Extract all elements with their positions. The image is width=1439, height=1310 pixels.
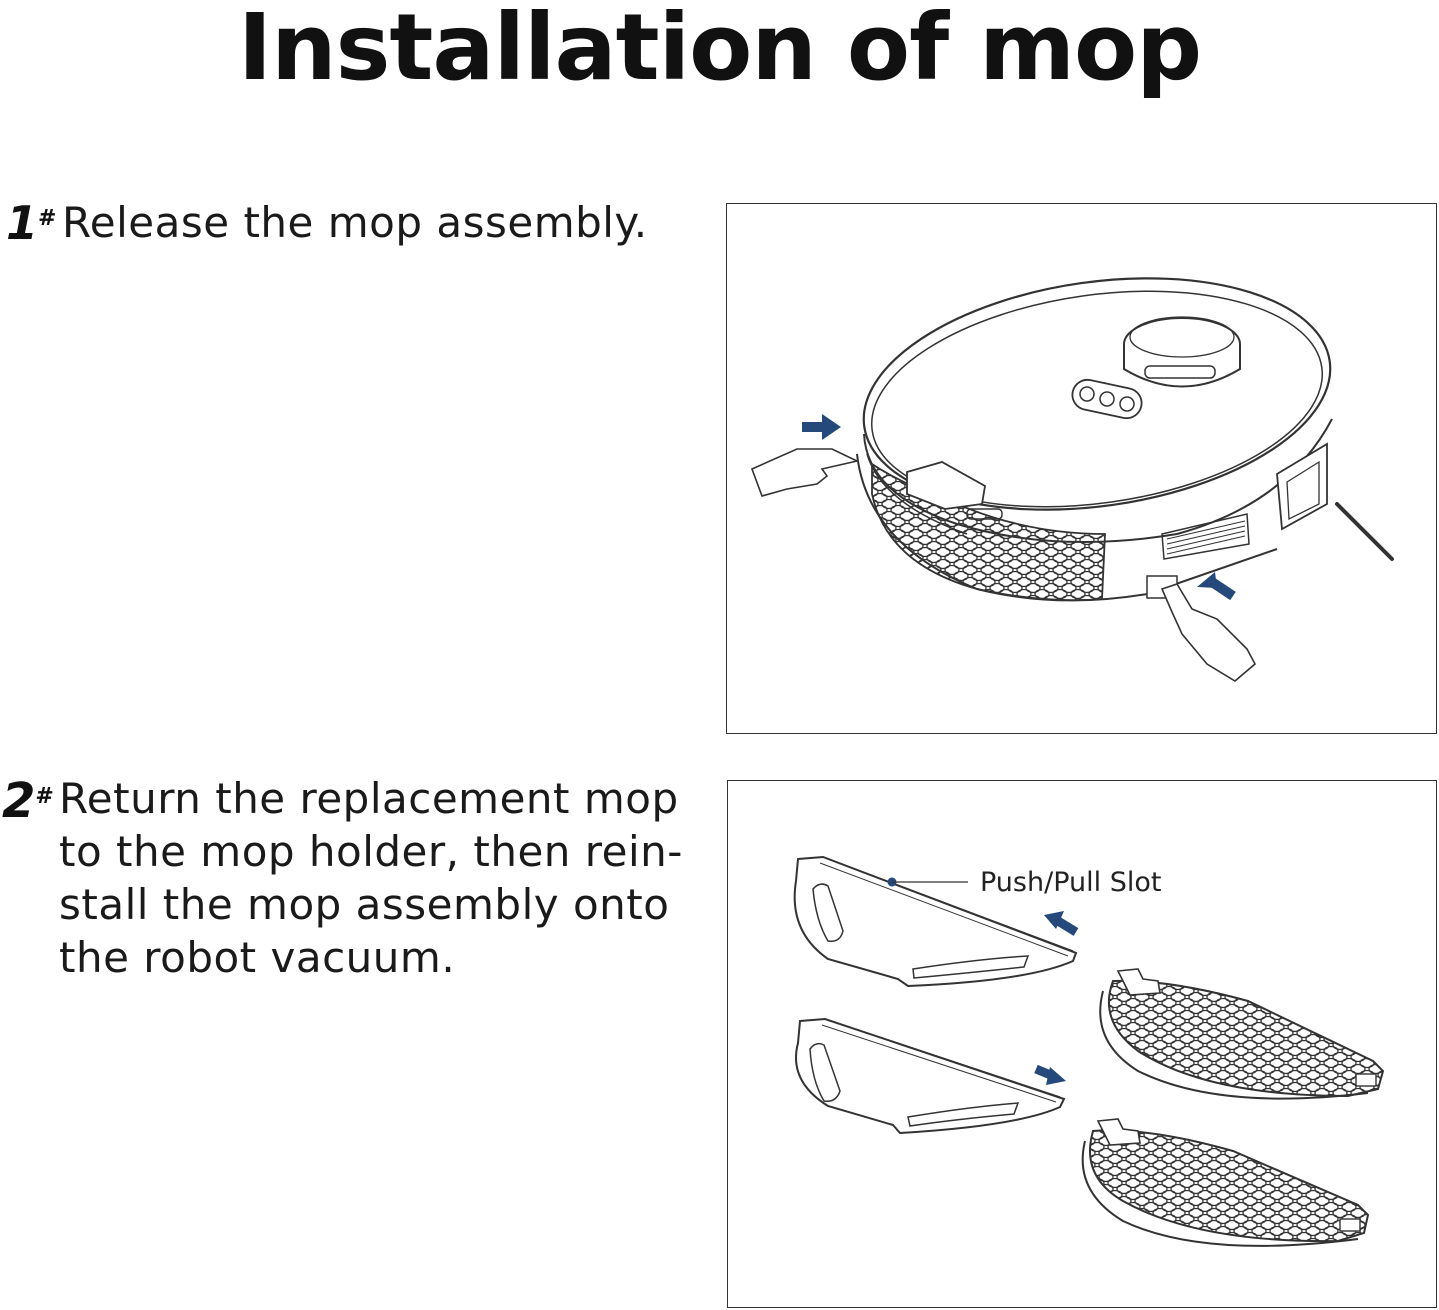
side-vent: [1161, 513, 1250, 560]
mop-pad-top: [793, 855, 1078, 988]
step-2-line: the robot vacuum.: [59, 933, 456, 982]
step-2-line: stall the mop assembly onto: [59, 880, 670, 929]
pull-arrow-icon: [1044, 911, 1079, 936]
left-hand-icon: [750, 448, 860, 497]
step-1-digit: 1: [6, 196, 39, 250]
press-arrow-icon: [1197, 572, 1236, 601]
step-2-line: Return the replacement mop: [59, 774, 679, 823]
page-title: Installation of mop: [237, 0, 1202, 101]
robot-vacuum-drawing: [750, 277, 1394, 682]
step-1-marker: #: [38, 206, 57, 231]
push-arrow-icon: [1034, 1064, 1066, 1085]
push-pull-slot-callout: [887, 877, 968, 887]
step-1-illustration: [726, 203, 1437, 734]
mop-holder-bottom: [1081, 1118, 1370, 1247]
mop-holder-top: [1099, 968, 1385, 1100]
mop-replacement-drawing: Push/Pull Slot: [793, 855, 1385, 1247]
step-2-marker: #: [35, 784, 54, 809]
mop-pad-bottom: [795, 1017, 1066, 1135]
step-2-digit: 2: [2, 773, 36, 829]
step-2-number: 2#: [2, 775, 54, 827]
push-pull-slot-label: Push/Pull Slot: [980, 867, 1161, 898]
bottom-hand-icon: [1160, 583, 1257, 682]
step-2-text: Return the replacement mop to the mop ho…: [59, 772, 683, 984]
push-arrow-icon: [802, 414, 841, 440]
control-buttons: [1071, 378, 1143, 420]
step-1-text: Release the mop assembly.: [62, 198, 648, 247]
step-1-number: 1#: [6, 198, 56, 248]
step-2-line: to the mop holder, then rein-: [59, 827, 683, 876]
step-2-illustration: Push/Pull Slot: [727, 780, 1437, 1308]
